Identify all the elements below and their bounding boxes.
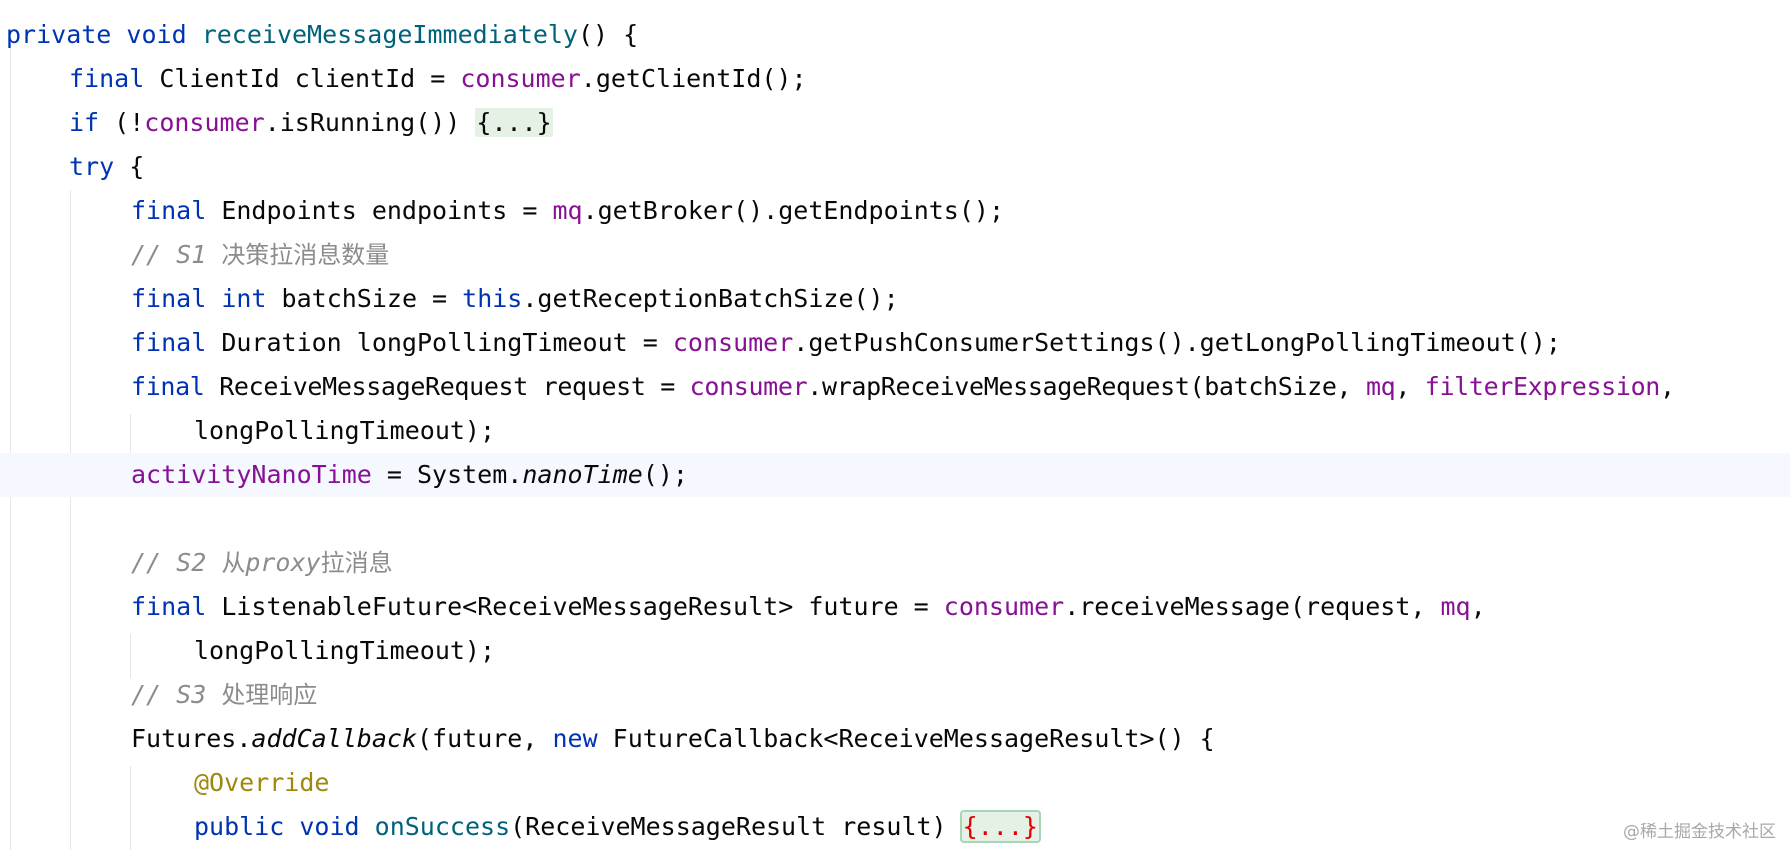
field-ref: consumer [144, 108, 265, 137]
code-text: Endpoints endpoints = [206, 196, 553, 225]
code-text: (! [99, 108, 145, 137]
comment: // S2 [131, 548, 222, 577]
keyword: final [131, 284, 207, 313]
comment: // S1 [131, 240, 222, 269]
code-line-17[interactable]: Futures.addCallback(future, new FutureCa… [131, 717, 1790, 761]
keyword: private [6, 20, 112, 49]
method-name: receiveMessageImmediately [201, 20, 578, 49]
keyword: final [131, 372, 205, 401]
code-text: (future, [417, 724, 553, 753]
code-text: = System. [371, 460, 523, 489]
code-line-5[interactable]: final Endpoints endpoints = mq.getBroker… [131, 189, 1790, 233]
code-line-10[interactable]: longPollingTimeout); [194, 409, 1790, 453]
indent-guide [70, 190, 71, 850]
code-line-9[interactable]: final ReceiveMessageRequest request = co… [131, 365, 1790, 409]
code-line-1[interactable]: private void receiveMessageImmediately()… [6, 13, 1790, 57]
code-line-15[interactable]: longPollingTimeout); [194, 629, 1790, 673]
code-text: Duration longPollingTimeout = [206, 328, 673, 357]
code-line-19[interactable]: public void onSuccess(ReceiveMessageResu… [194, 805, 1790, 849]
comment: proxy [245, 548, 321, 577]
code-text: FutureCallback<ReceiveMessageResult>() { [597, 724, 1215, 753]
code-line-6[interactable]: // S1 决策拉消息数量 [131, 233, 1790, 277]
field-ref: consumer [460, 64, 581, 93]
code-text: (); [642, 460, 688, 489]
code-text: batchSize = [266, 284, 463, 313]
comment: // S3 [131, 680, 222, 709]
keyword: final [131, 592, 207, 621]
code-text: .receiveMessage(request, [1064, 592, 1441, 621]
comment-text: 拉消息 [320, 549, 393, 577]
code-line-3[interactable]: if (!consumer.isRunning()) {...} [69, 101, 1790, 145]
code-line-18[interactable]: @Override [194, 761, 1790, 805]
keyword: void [299, 812, 360, 841]
code-line-7[interactable]: final int batchSize = this.getReceptionB… [131, 277, 1790, 321]
keyword: try [69, 152, 115, 181]
static-method: nanoTime [522, 460, 643, 489]
keyword: final [131, 328, 207, 357]
comment-text: 从 [221, 549, 246, 577]
code-text: (ReceiveMessageResult result) [510, 812, 962, 841]
code-text: longPollingTimeout); [194, 416, 496, 445]
code-text: () { [578, 20, 639, 49]
code-line-11-current[interactable]: activityNanoTime = System.nanoTime(); [0, 453, 1790, 497]
code-line-4[interactable]: try { [69, 145, 1790, 189]
keyword: if [69, 108, 100, 137]
code-line-12-blank[interactable] [131, 497, 1790, 541]
folded-block[interactable]: {...} [475, 108, 553, 137]
code-line-2[interactable]: final ClientId clientId = consumer.getCl… [69, 57, 1790, 101]
comment-text: 处理响应 [221, 681, 318, 709]
code-text: longPollingTimeout); [194, 636, 496, 665]
code-text: .getPushConsumerSettings().getLongPollin… [793, 328, 1561, 357]
field-ref: mq [1365, 372, 1396, 401]
keyword: new [552, 724, 598, 753]
keyword: int [221, 284, 267, 313]
code-text: .getClientId(); [580, 64, 807, 93]
folded-block-selected[interactable]: {...} [959, 810, 1041, 843]
indent-guide [130, 766, 131, 850]
code-line-16[interactable]: // S3 处理响应 [131, 673, 1790, 717]
keyword: final [131, 196, 207, 225]
code-text: , [1470, 592, 1486, 621]
field-ref: consumer [943, 592, 1065, 621]
comment-text: 决策拉消息数量 [221, 241, 390, 269]
code-text: , [1395, 372, 1425, 401]
annotation: @Override [194, 768, 330, 797]
code-text: { [114, 152, 145, 181]
code-text: .wrapReceiveMessageRequest(batchSize, [807, 372, 1366, 401]
code-text: .getReceptionBatchSize(); [522, 284, 899, 313]
code-text: ClientId clientId = [144, 64, 461, 93]
code-text: .isRunning()) [264, 108, 476, 137]
code-line-13[interactable]: // S2 从proxy拉消息 [131, 541, 1790, 585]
indent-guide [10, 44, 11, 850]
keyword: void [126, 20, 187, 49]
code-text: , [1660, 372, 1675, 401]
field-ref: filterExpression [1424, 372, 1661, 401]
code-text: ListenableFuture<ReceiveMessageResult> f… [206, 592, 944, 621]
field-ref: activityNanoTime [131, 460, 372, 489]
static-method: addCallback [251, 724, 417, 753]
keyword: this [462, 284, 523, 313]
code-line-14[interactable]: final ListenableFuture<ReceiveMessageRes… [131, 585, 1790, 629]
code-line-8[interactable]: final Duration longPollingTimeout = cons… [131, 321, 1790, 365]
code-text: .getBroker().getEndpoints(); [582, 196, 1004, 225]
field-ref: consumer [689, 372, 808, 401]
indent-guide [130, 634, 131, 678]
indent-guide [130, 414, 131, 458]
watermark: @稀土掘金技术社区 [1623, 822, 1776, 842]
keyword: final [69, 64, 145, 93]
field-ref: mq [552, 196, 583, 225]
code-text: ReceiveMessageRequest request = [204, 372, 690, 401]
field-ref: mq [1440, 592, 1471, 621]
field-ref: consumer [672, 328, 794, 357]
method-name: onSuccess [374, 812, 511, 841]
keyword: public [194, 812, 285, 841]
code-text: Futures. [131, 724, 252, 753]
